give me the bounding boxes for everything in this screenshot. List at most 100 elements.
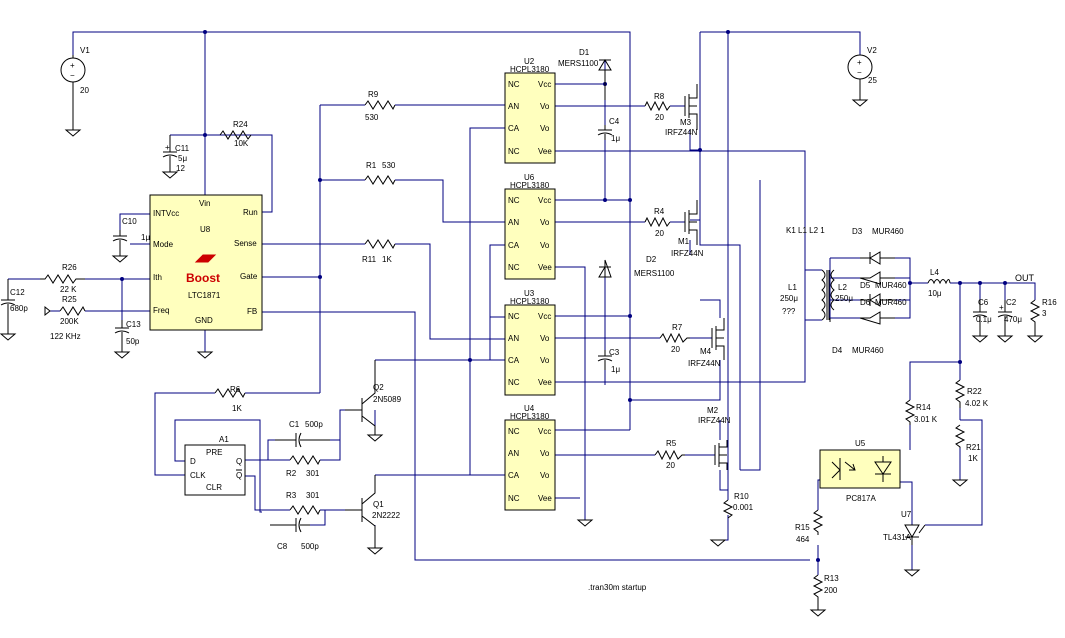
ground-symbols [0, 95, 1044, 617]
svg-text:IRFZ44N: IRFZ44N [688, 359, 721, 368]
svg-text:D4: D4 [832, 346, 843, 355]
diode-d6: D6 MUR460 [860, 293, 907, 307]
svg-text:Vo: Vo [540, 356, 550, 365]
svg-text:C10: C10 [122, 217, 137, 226]
svg-text:R9: R9 [368, 90, 379, 99]
shunt-ref-u7: U7 TL431A [883, 510, 926, 545]
svg-text:R24: R24 [233, 120, 248, 129]
svg-text:MERS1100: MERS1100 [558, 59, 599, 68]
svg-text:R26: R26 [62, 263, 77, 272]
pin-fb: FB [247, 307, 257, 316]
u3-ref: U3 [524, 289, 535, 298]
u2-ref: U2 [524, 57, 535, 66]
svg-text:PC817A: PC817A [846, 494, 876, 503]
svg-text:CA: CA [508, 241, 520, 250]
svg-text:301: 301 [306, 491, 320, 500]
svg-text:530: 530 [365, 113, 379, 122]
svg-text:C13: C13 [126, 320, 141, 329]
resistor-r7: R7 20 [659, 323, 690, 354]
svg-text:Vo: Vo [540, 449, 550, 458]
svg-text:1K: 1K [968, 454, 978, 463]
u4-ref: U4 [524, 404, 535, 413]
svg-text:+: + [999, 303, 1004, 312]
svg-text:C4: C4 [609, 117, 620, 126]
resistor-r21: R21 1K [954, 424, 981, 463]
svg-text:3: 3 [1042, 309, 1047, 318]
capacitor-c8: C8 500p [270, 517, 319, 551]
svg-text:301: 301 [306, 469, 320, 478]
svg-text:C2: C2 [1006, 298, 1017, 307]
svg-text:R4: R4 [654, 207, 665, 216]
svg-text:3.01 K: 3.01 K [914, 415, 938, 424]
v2-value: 25 [868, 76, 877, 85]
svg-text:0.1μ: 0.1μ [976, 315, 992, 324]
svg-text:500p: 500p [305, 420, 323, 429]
svg-text:C3: C3 [609, 348, 620, 357]
pin-mode: Mode [153, 240, 174, 249]
svg-text:250μ: 250μ [835, 294, 853, 303]
svg-text:D5: D5 [860, 281, 871, 290]
svg-text:Q: Q [236, 457, 242, 466]
svg-text:MUR460: MUR460 [875, 298, 907, 307]
svg-text:4.02 K: 4.02 K [965, 399, 989, 408]
optocoupler-u5: U5 PC817A [819, 439, 901, 503]
resistor-r2: R2 301 [286, 455, 321, 478]
svg-text:200K: 200K [60, 317, 79, 326]
controller-brand: Boost [186, 271, 220, 285]
svg-text:Vo: Vo [540, 102, 550, 111]
pin-intvcc: INTVcc [153, 209, 179, 218]
svg-text:500p: 500p [301, 542, 319, 551]
svg-text:12: 12 [176, 164, 185, 173]
v1-label: V1 [80, 46, 90, 55]
pin-gate: Gate [240, 272, 258, 281]
svg-text:R11: R11 [362, 255, 377, 264]
controller-ic: Vin INTVcc Mode Ith Freq GND Run Sense G… [149, 194, 263, 331]
svg-text:530: 530 [382, 161, 396, 170]
svg-text:Vcc: Vcc [538, 80, 551, 89]
controller-ref: U8 [200, 225, 211, 234]
resistor-r13: R13 200 [812, 574, 839, 606]
pin-sense: Sense [234, 239, 257, 248]
svg-text:D2: D2 [646, 255, 657, 264]
svg-text:L1: L1 [788, 283, 797, 292]
svg-text:L4: L4 [930, 268, 939, 277]
svg-text:680p: 680p [10, 304, 28, 313]
svg-text:−: − [857, 68, 862, 77]
svg-text:Vcc: Vcc [538, 196, 551, 205]
svg-text:1μ: 1μ [141, 233, 150, 242]
svg-text:NC: NC [508, 378, 520, 387]
capacitor-c11: + C11 5μ 12 [162, 135, 190, 173]
svg-text:MUR460: MUR460 [875, 281, 907, 290]
diode-d1: D1 MERS1100 [558, 48, 612, 100]
svg-text:122 KHz: 122 KHz [50, 332, 81, 341]
svg-text:22 K: 22 K [60, 285, 77, 294]
svg-text:C12: C12 [10, 288, 25, 297]
resistor-r16: R16 3 [1029, 298, 1057, 330]
svg-text:PRE: PRE [206, 448, 222, 457]
mosfet-m1: M1 IRFZ44N [671, 200, 704, 258]
svg-text:C6: C6 [978, 298, 989, 307]
pin-vin: Vin [199, 199, 210, 208]
svg-text:NC: NC [508, 80, 520, 89]
capacitor-c2: + C2 470μ [997, 298, 1022, 330]
svg-text:M1: M1 [678, 237, 690, 246]
resistor-r10: R10 0.001 [722, 492, 754, 519]
svg-text:Vee: Vee [538, 494, 552, 503]
svg-text:0.001: 0.001 [733, 503, 754, 512]
svg-text:TL431A: TL431A [883, 533, 912, 542]
svg-text:5μ: 5μ [178, 154, 187, 163]
resistor-r3: R3 301 [286, 491, 321, 516]
svg-text:D: D [190, 457, 196, 466]
diode-d4: D4 MUR460 [832, 311, 895, 355]
svg-text:C1: C1 [289, 420, 300, 429]
u6-part: HCPL3180 [510, 181, 550, 190]
svg-text:50p: 50p [126, 337, 140, 346]
svg-text:+: + [70, 61, 75, 70]
svg-text:NC: NC [508, 312, 520, 321]
svg-text:AN: AN [508, 449, 519, 458]
svg-text:Vee: Vee [538, 378, 552, 387]
svg-text:200: 200 [824, 586, 838, 595]
svg-text:R10: R10 [734, 492, 749, 501]
